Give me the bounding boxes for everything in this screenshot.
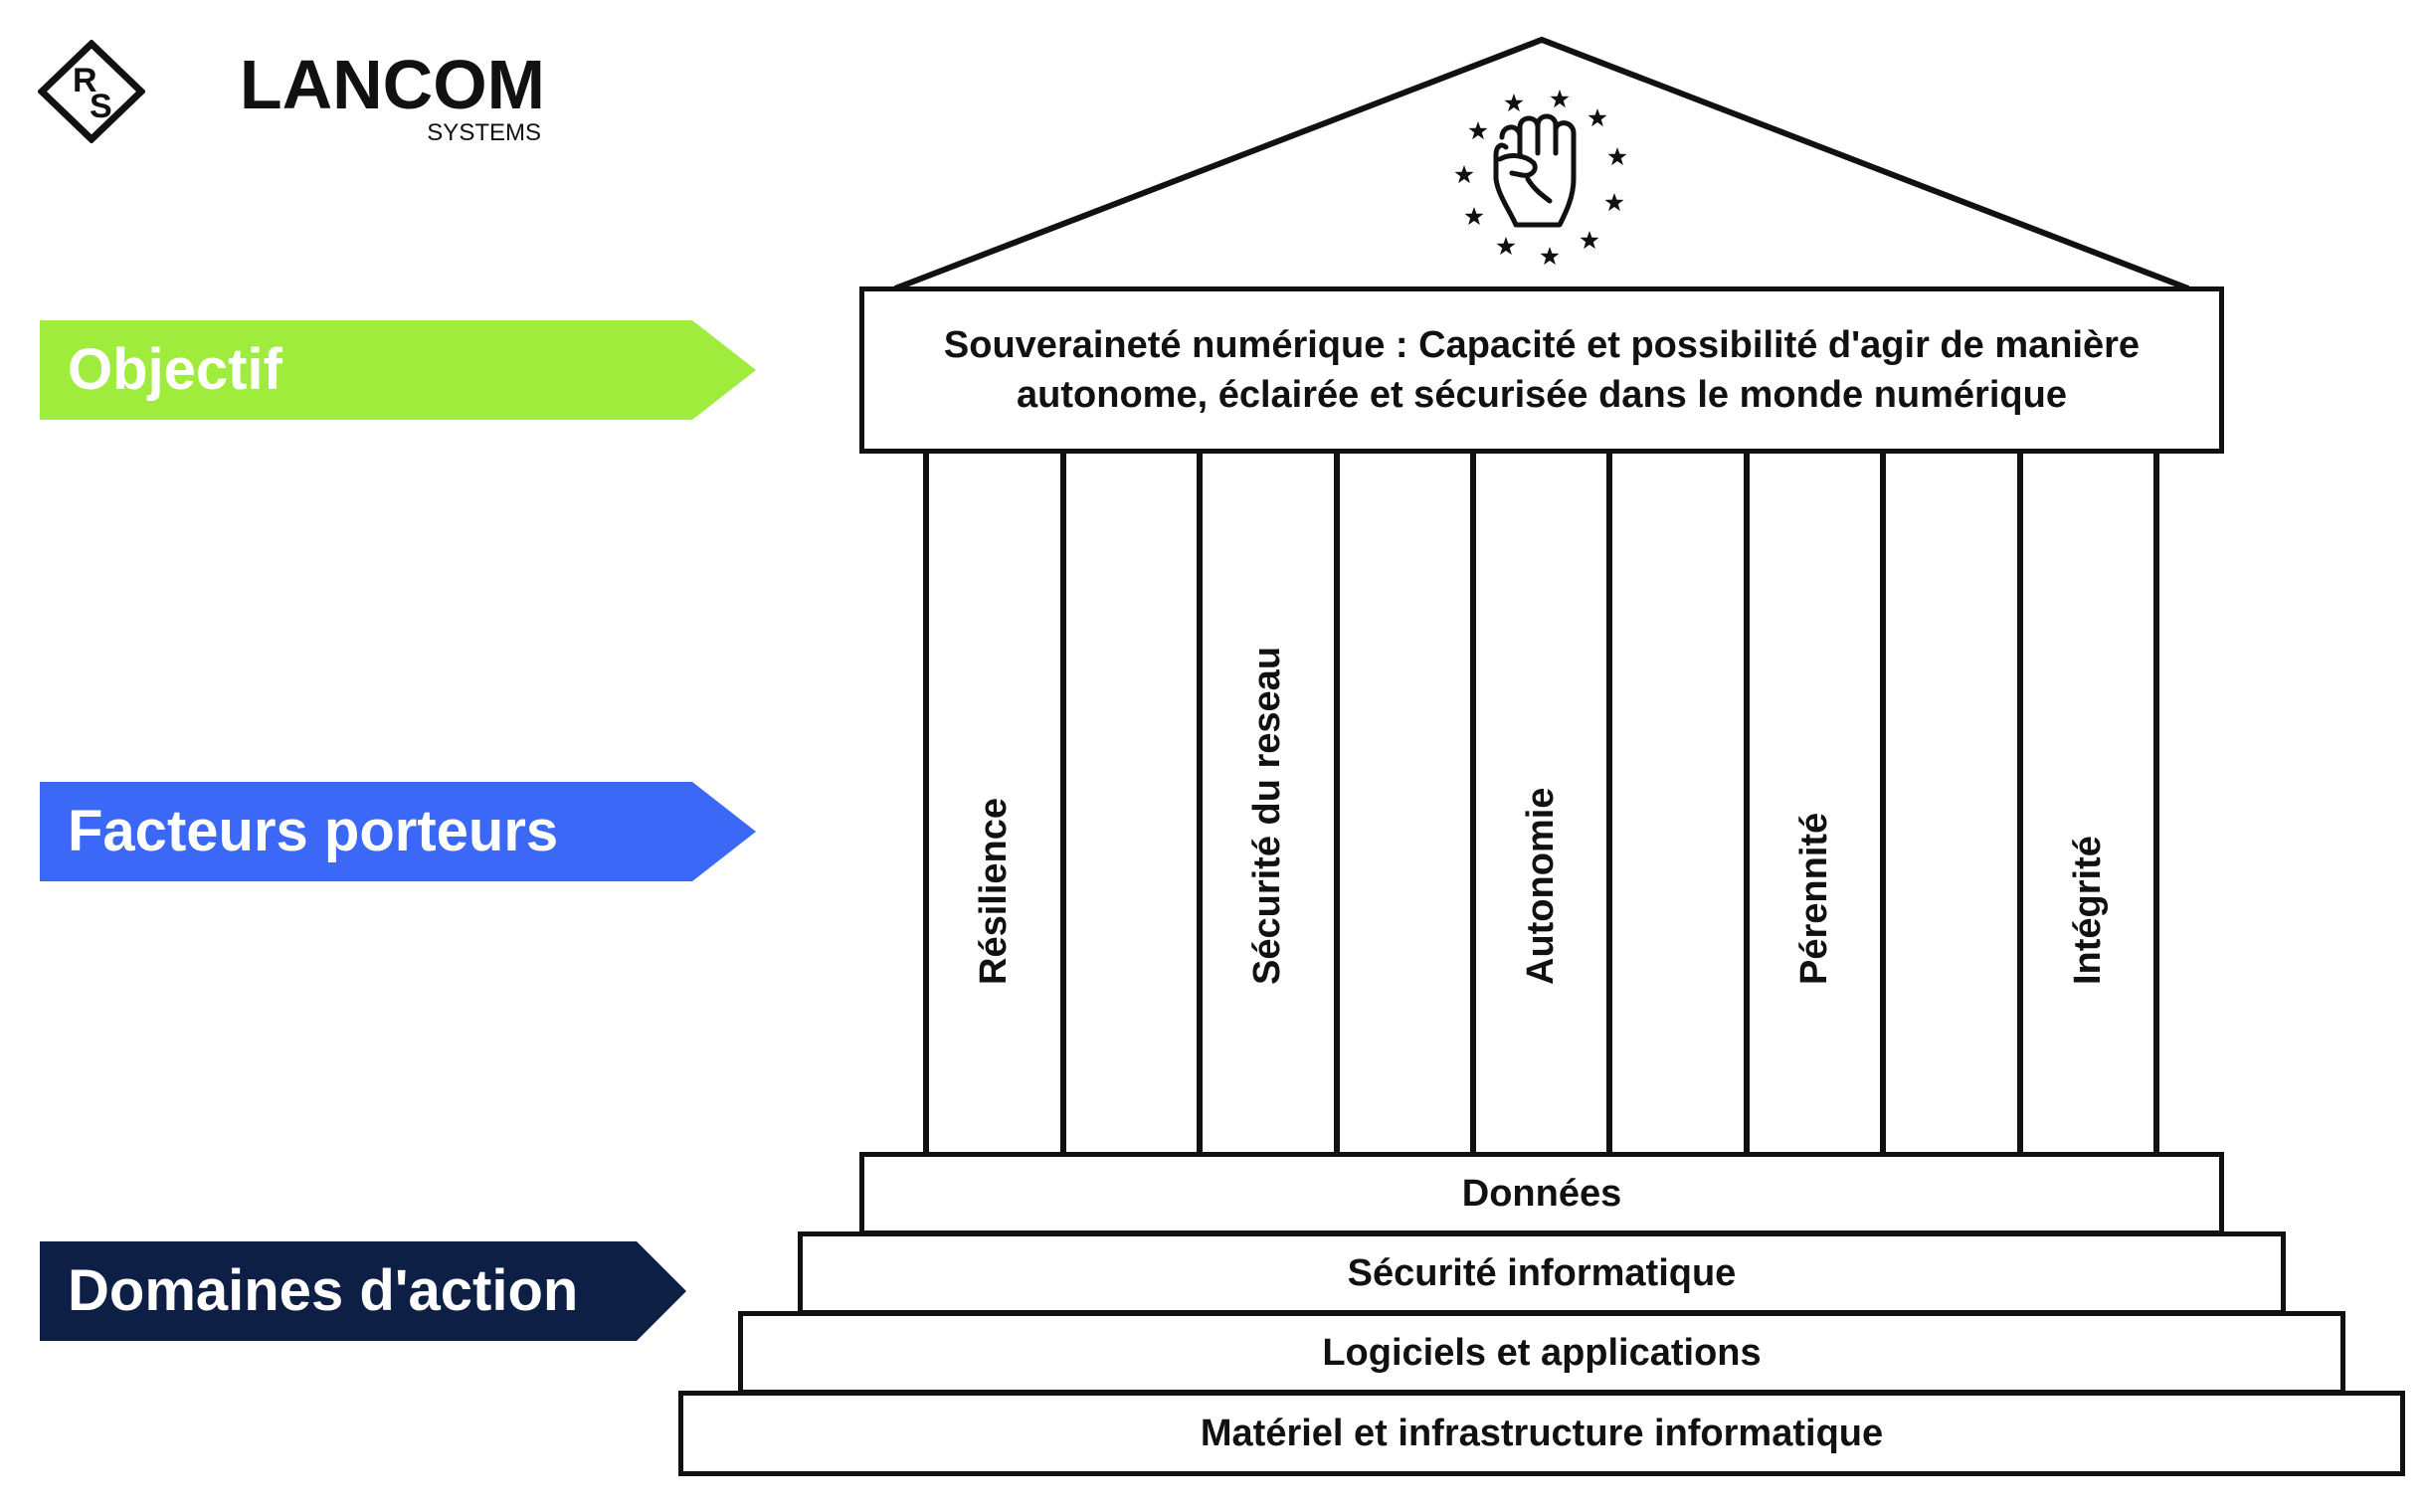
temple-roof [893,36,2190,291]
star [1587,108,1607,127]
goal-text: Souveraineté numérique : Capacité et pos… [943,324,2141,416]
star [1454,165,1474,184]
pillar-label-autonomie: Autonomie [1520,787,1562,985]
star [1468,121,1488,140]
star [1550,90,1570,108]
lancom-logo-subtext: SYSTEMS [427,119,541,146]
star [1504,94,1524,112]
star [1496,237,1516,256]
facteurs-arrow-shape [40,782,756,881]
step-logiciels-applications: Logiciels et applications [738,1311,2345,1395]
fist [1493,113,1577,228]
rohde-schwarz-logo: R S [38,40,145,143]
pillar-label-securite-reseau: Sécurité du reseau [1246,646,1288,985]
star [1540,247,1560,266]
goal-box: Souveraineté numérique : Capacité et pos… [859,286,2224,454]
star [1464,207,1484,226]
objectif-arrow-shape [40,320,756,420]
domaines-label-text: Domaines d'action [68,1258,579,1323]
rs-letter-s: S [90,88,112,125]
star [1580,231,1599,250]
pillar-label-perennite: Pérennité [1793,812,1835,985]
lancom-logo-text: LANCOM [239,46,545,123]
domaines-arrow-shape [40,1241,686,1341]
temple-columns [923,454,2159,1154]
pillar-label-integrite: Intégrité [2067,836,2109,985]
rs-letter-r: R [73,62,97,99]
facteurs-label-text: Facteurs porteurs [68,799,559,863]
step-securite-informatique: Sécurité informatique [798,1231,2286,1315]
raised-fist-with-stars-icon [1454,90,1627,266]
star [1604,193,1624,212]
step-materiel-infrastructure: Matériel et infrastructure informatique [678,1391,2405,1476]
objectif-label-text: Objectif [68,337,282,402]
star [1607,147,1627,166]
pillar-label-resilience: Résilience [973,798,1015,985]
objectif-label: Objectif [40,320,756,420]
eu-stars [1454,90,1627,266]
facteurs-label: Facteurs porteurs [40,782,756,881]
step-donnees: Données [859,1152,2224,1235]
domaines-label: Domaines d'action [40,1241,686,1341]
